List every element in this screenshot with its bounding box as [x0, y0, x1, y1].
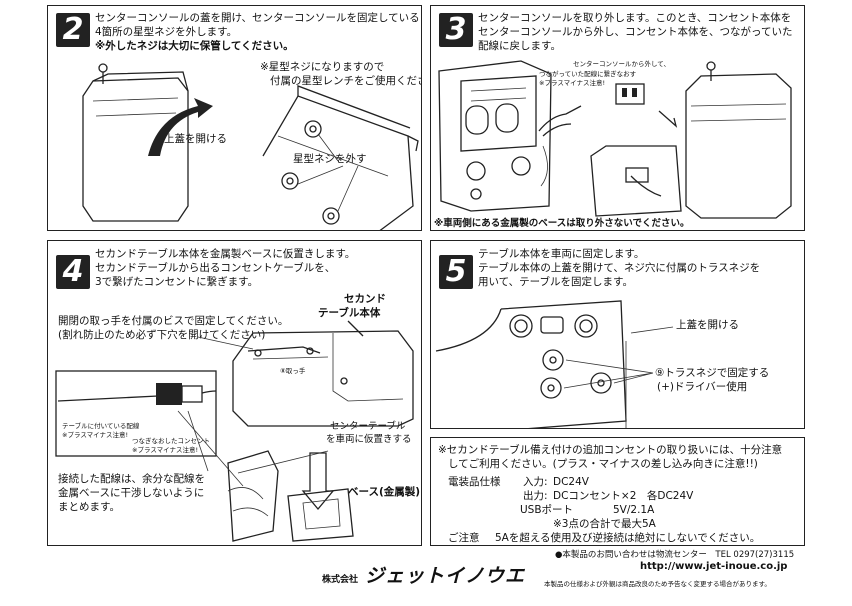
step5-number: 5 [439, 255, 473, 289]
step4-text-2: セカンドテーブルから出るコンセントケーブルを、 [95, 262, 336, 274]
step3-number: 3 [439, 13, 473, 47]
step3-warning: ※車両側にある金属製のベースは取り外さないでください。 [434, 218, 690, 229]
footer-company-small: 株式会社 [322, 575, 359, 585]
step3-small-1: センターコンソールから外して、 [573, 60, 670, 68]
step2-note-2: 付属の星型レンチをご使用ください。 [270, 75, 421, 87]
footer-url[interactable]: http://www.jet-inoue.co.jp [640, 561, 788, 572]
step4-temp-2: を車両に仮置きする [326, 434, 412, 445]
step5-illustration [435, 300, 674, 428]
notice-spec-label: 電装品仕様 [448, 476, 501, 488]
step4-text-3: 3で繋げたコンセントに繋ぎます。 [95, 276, 259, 288]
step3-illustration [438, 60, 792, 219]
step4-text-1: セカンドテーブル本体を金属製ベースに仮置きします。 [95, 248, 356, 260]
step2-lid-label: 上蓋を開ける [164, 133, 227, 145]
step4-cable-1: テーブルに付いている配線 [62, 422, 140, 430]
step4-handle-2: (割れ防止のため必ず下穴を開けてください) [58, 329, 266, 341]
step4-wire-3: まとめます。 [58, 501, 120, 513]
step4-base-label: ベース(金属製) [348, 486, 421, 498]
notice-out-label: 出力: [523, 490, 548, 502]
step3-text-1: センターコンソールを取り外します。このとき、コンセント本体を [478, 12, 792, 24]
step4-outlet-2: ※プラスマイナス注意! [132, 446, 199, 454]
notice-warn-1: ※セカンドテーブル備え付けの追加コンセントの取り扱いには、十分注意 [438, 444, 783, 456]
notice-usb-label: USBポート [520, 504, 574, 516]
step2-screw-label: 星型ネジを外す [293, 153, 367, 165]
footer-disclaimer: 本製品の仕様および外観は商品改良のため予告なく変更する場合があります。 [544, 580, 771, 588]
step5-text-1: テーブル本体を車両に固定します。 [478, 248, 645, 260]
notice-in-value: DC24V [553, 476, 589, 488]
notice-panel: ※セカンドテーブル備え付けの追加コンセントの取り扱いには、十分注意 してご利用く… [430, 437, 805, 546]
step5-fix-2: (+)ドライバー使用 [657, 381, 748, 393]
step4-handle-1: 開閉の取っ手を付属のビスで固定してください。 [58, 315, 289, 327]
step4-illustration [55, 320, 414, 542]
step5-panel: 5 テーブル本体を車両に固定します。 テーブル本体の上蓋を開けて、ネジ穴に付属の… [430, 240, 805, 429]
footer-contact: ●本製品のお問い合わせは物流センター TEL 0297(27)3115 [555, 550, 795, 560]
footer-company-logo: ジェットイノウエ [365, 565, 526, 587]
step2-illustration [82, 63, 419, 230]
step4-handle-small: ⑧取っ手 [280, 367, 306, 375]
step4-wire-2: 金属ベースに干渉しないように [58, 487, 205, 499]
step3-small-3: ※プラスマイナス注意! [539, 79, 606, 87]
step4-outlet-1: つなぎなおしたコンセント [132, 437, 210, 445]
step5-fix-1: ⑨トラスネジで固定する [655, 367, 770, 379]
step4-number: 4 [56, 255, 90, 289]
step2-panel: 2 センターコンソールの蓋を開け、センターコンソールを固定している 4箇所の星型… [47, 5, 422, 231]
step4-cable-2: ※プラスマイナス注意! [62, 431, 129, 439]
notice-max-note: ※3点の合計で最大5A [553, 518, 656, 530]
step4-wire-1: 接続した配線は、余分な配線を [58, 473, 205, 485]
step5-text-2: テーブル本体の上蓋を開けて、ネジ穴に付属のトラスネジを [478, 262, 761, 274]
notice-out-value: DCコンセント×2 各DC24V [553, 490, 694, 502]
step4-title-1: セカンド [344, 293, 386, 305]
notice-in-label: 入力: [523, 476, 548, 488]
step3-small-2: つながっていた配線に繋ぎなおす [539, 70, 637, 78]
step2-text-1: センターコンソールの蓋を開け、センターコンソールを固定している [95, 12, 420, 24]
step3-text-2: センターコンソールから外し、コンセント本体を、つながっていた [478, 26, 793, 38]
step3-text-3: 配線に戻します。 [478, 40, 561, 52]
step5-text-3: 用いて、テーブルを固定します。 [478, 276, 633, 288]
step2-note-1: ※星型ネジになりますので [260, 61, 385, 73]
notice-caution-text: 5Aを超える使用及び逆接続は絶対にしないでください。 [495, 532, 761, 544]
step2-number: 2 [56, 13, 90, 47]
notice-warn-2: してご利用ください。(プラス・マイナスの差し込み向きに注意!!) [448, 458, 758, 470]
step2-text-2: 4箇所の星型ネジを外します。 [95, 26, 238, 38]
step2-text-3: ※外したネジは大切に保管してください。 [95, 40, 294, 52]
step4-title-2: テーブル本体 [318, 307, 381, 319]
step4-panel: 4 セカンドテーブル本体を金属製ベースに仮置きします。 セカンドテーブルから出る… [47, 240, 422, 546]
step3-panel: 3 センターコンソールを取り外します。このとき、コンセント本体を センターコンソ… [430, 5, 805, 231]
notice-usb-value: 5V/2.1A [613, 504, 655, 516]
step5-lid-label: 上蓋を開ける [676, 319, 739, 331]
notice-caution-label: ご注意 [448, 532, 480, 544]
